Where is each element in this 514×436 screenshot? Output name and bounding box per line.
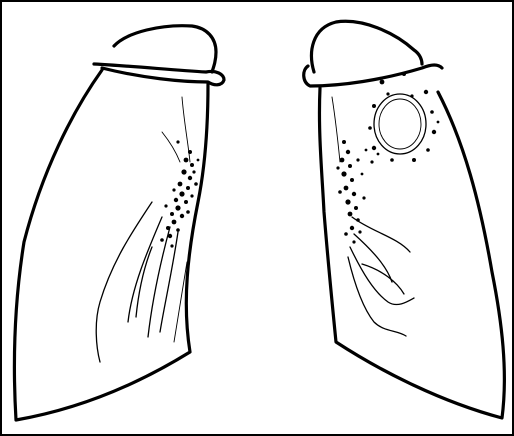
cavity-lesion [374,94,426,154]
right-lung-outline [14,70,208,420]
left-lung-outline [319,88,504,418]
left-apex [312,21,422,72]
left-lung [304,21,505,418]
clavicle-right [94,64,224,85]
left-hilar-markings [336,140,379,244]
clavicle-left [304,65,442,86]
right-lung [14,26,224,420]
